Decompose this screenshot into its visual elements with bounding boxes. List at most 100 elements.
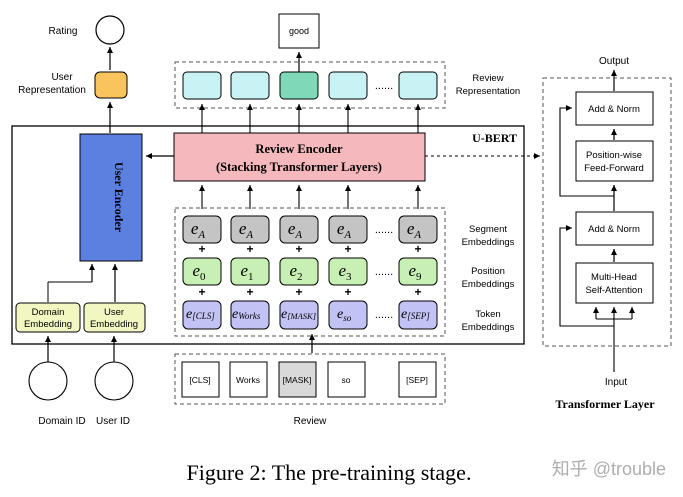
review-token: [SEP] xyxy=(406,375,428,385)
good-label: good xyxy=(289,26,309,36)
review-repr-dots: ...... xyxy=(375,80,393,92)
segment-e: e xyxy=(239,219,247,238)
segment-sub: A xyxy=(413,229,421,241)
svg-text:e[CLS]: e[CLS] xyxy=(186,307,215,322)
ffn-label-2: Feed-Forward xyxy=(584,163,644,174)
plus-sign: + xyxy=(344,285,351,299)
svg-text:eso: eso xyxy=(337,307,352,323)
review-representation-frame xyxy=(174,61,446,109)
ffn-label-1: Position-wise xyxy=(586,150,642,161)
segment-sub: A xyxy=(197,229,205,241)
rating-label: Rating xyxy=(49,26,78,37)
review-token: Works xyxy=(236,375,260,385)
position-sub: 0 xyxy=(200,271,206,283)
token-row: e[CLS] eWorks e[MASK] eso e[SEP] ...... xyxy=(182,300,438,330)
segment-emb xyxy=(230,215,270,244)
transformer-output-label: Output xyxy=(599,56,629,67)
plus-sign: + xyxy=(414,242,421,256)
segment-label-1: Segment xyxy=(469,224,507,235)
review-token-box xyxy=(181,361,220,398)
rating-node xyxy=(95,15,125,45)
review-repr-cell xyxy=(328,71,368,100)
add-norm-top-box xyxy=(575,91,654,126)
svg-text:eA: eA xyxy=(337,219,352,241)
review-token-box xyxy=(229,361,268,398)
token-e: e xyxy=(232,307,238,322)
position-label-2: Embeddings xyxy=(462,279,515,290)
ubert-title: U-BERT xyxy=(472,131,517,145)
review-token: [MASK] xyxy=(283,375,312,385)
svg-text:eA: eA xyxy=(239,219,254,241)
user-encoder-box xyxy=(79,133,143,262)
token-label-2: Embeddings xyxy=(462,322,515,333)
segment-label-2: Embeddings xyxy=(462,237,515,248)
mha-label-1: Multi-Head xyxy=(591,272,637,283)
user-emb-label-1: User xyxy=(104,307,124,318)
self-attention-box xyxy=(575,262,654,304)
review-repr-cell-mask xyxy=(279,71,319,100)
segment-emb xyxy=(398,215,438,244)
token-emb xyxy=(279,300,319,330)
transformer-layer-frame xyxy=(542,77,672,347)
review-frame xyxy=(174,353,446,405)
review-encoder-box xyxy=(173,132,426,182)
svg-text:e3: e3 xyxy=(338,261,352,283)
add-norm-bottom-label: Add & Norm xyxy=(588,224,640,235)
user-repr-label-2: Representation xyxy=(18,85,86,96)
position-sub: 9 xyxy=(416,271,422,283)
plus-sign: + xyxy=(198,285,205,299)
figure-caption: Figure 2: The pre-training stage. xyxy=(187,460,472,485)
ubert-frame xyxy=(11,125,525,345)
svg-text:eA: eA xyxy=(407,219,422,241)
plus-sign: + xyxy=(414,285,421,299)
transformer-input-label: Input xyxy=(605,377,627,388)
position-emb xyxy=(328,257,368,286)
position-sub: 3 xyxy=(346,271,352,283)
token-e: e xyxy=(401,307,407,322)
position-dots: ...... xyxy=(375,266,393,278)
token-sub: Works xyxy=(238,311,261,321)
review-token: [CLS] xyxy=(189,375,210,385)
token-e: e xyxy=(186,307,192,322)
position-e: e xyxy=(408,261,416,280)
review-token-box-mask xyxy=(278,361,317,398)
svg-text:eWorks: eWorks xyxy=(232,307,261,322)
token-emb xyxy=(328,300,368,330)
position-e: e xyxy=(338,261,346,280)
transformer-layer-caption: Transformer Layer xyxy=(555,397,655,411)
segment-row: eA eA eA eA eA ...... xyxy=(182,215,438,244)
review-repr-label-2: Representation xyxy=(456,86,520,97)
svg-text:eA: eA xyxy=(191,219,206,241)
mha-label-2: Self-Attention xyxy=(585,285,642,296)
svg-text:eA: eA xyxy=(288,219,303,241)
svg-text:e9: e9 xyxy=(408,261,422,283)
domain-id-node xyxy=(28,361,68,401)
svg-text:e[SEP]: e[SEP] xyxy=(401,307,430,322)
segment-emb xyxy=(279,215,319,244)
segment-emb xyxy=(328,215,368,244)
position-emb xyxy=(398,257,438,286)
segment-e: e xyxy=(288,219,296,238)
segment-dots: ...... xyxy=(375,224,393,236)
user-emb-label-2: Embedding xyxy=(90,319,138,330)
domain-id-label: Domain ID xyxy=(38,416,85,427)
position-sub: 1 xyxy=(248,271,254,283)
segment-e: e xyxy=(191,219,199,238)
review-token: so xyxy=(342,375,351,385)
segment-sub: A xyxy=(245,229,253,241)
segment-e: e xyxy=(337,219,345,238)
svg-text:e2: e2 xyxy=(289,261,302,283)
user-id-node xyxy=(94,361,134,401)
plus-sign: + xyxy=(198,242,205,256)
user-repr-label-1: User xyxy=(51,72,73,83)
token-sub: [MASK] xyxy=(287,311,316,321)
position-emb xyxy=(230,257,270,286)
plus-sign: + xyxy=(246,285,253,299)
add-norm-bottom-box xyxy=(575,211,654,246)
segment-sub: A xyxy=(343,229,351,241)
review-label: Review xyxy=(294,416,328,427)
domain-emb-label-1: Domain xyxy=(32,307,65,318)
token-emb xyxy=(398,300,438,330)
position-emb xyxy=(279,257,319,286)
